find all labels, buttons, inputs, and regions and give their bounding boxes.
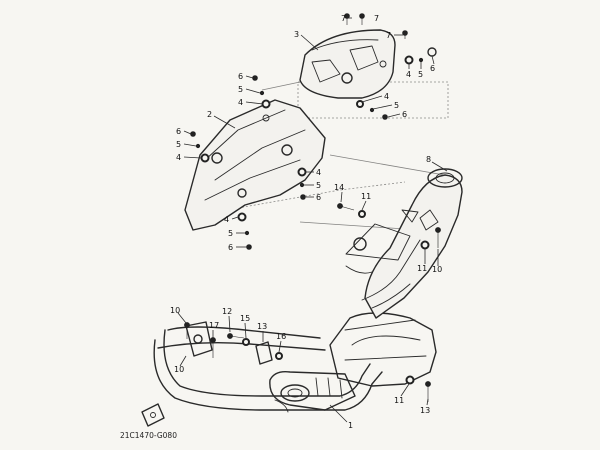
callout-17: 15 (240, 314, 250, 323)
callout-13: 13 (420, 406, 430, 415)
exhaust-gasket (141, 403, 165, 427)
callout-16: 14 (334, 183, 344, 192)
callout-4: 4 (224, 215, 229, 224)
callout-4: 4 (238, 98, 243, 107)
exhaust-flange (185, 321, 213, 357)
callout-4: 4 (176, 153, 181, 162)
callout-4: 4 (406, 70, 411, 79)
callout-5: 5 (316, 181, 321, 190)
callout-5: 5 (228, 229, 233, 238)
hardware (184, 13, 441, 402)
callout-7: 7 (341, 14, 346, 23)
callout-2: 2 (207, 110, 212, 119)
callout-5: 5 (238, 85, 243, 94)
callout-5: 5 (418, 70, 423, 79)
callout-6: 6 (176, 127, 181, 136)
callout-10: 10 (174, 365, 184, 374)
callout-12: 12 (222, 307, 232, 316)
callout-5: 5 (176, 140, 181, 149)
callout-8: 8 (426, 155, 431, 164)
callout-5: 5 (394, 101, 399, 110)
callout-11: 11 (361, 192, 371, 201)
callout-6: 6 (402, 110, 407, 119)
callout-labels: 3 2 1 8 7 7 7 6 5 4 6 5 4 4 5 6 4 5 6 4 … (170, 14, 442, 430)
heat-protector-plate (184, 99, 326, 231)
callout-6: 6 (316, 193, 321, 202)
callout-11: 11 (417, 264, 427, 273)
exhaust-pipe-assembly (153, 312, 437, 413)
callout-3: 3 (294, 30, 299, 39)
callout-9: 17 (209, 321, 219, 330)
callout-6: 6 (430, 64, 435, 73)
upper-heat-cover (299, 29, 396, 99)
callout-4: 4 (316, 168, 321, 177)
callout-6: 6 (238, 72, 243, 81)
callout-7: 7 (386, 31, 391, 40)
callout-11: 11 (394, 396, 404, 405)
callout-1: 1 (348, 421, 353, 430)
callout-7: 7 (374, 14, 379, 23)
callout-14: 13 (257, 322, 267, 331)
diagram-reference-code: 21C1470-G080 (120, 431, 177, 440)
callout-10: 10 (170, 306, 180, 315)
leader-lines (177, 17, 448, 423)
callout-10: 10 (432, 265, 442, 274)
callout-6: 6 (228, 243, 233, 252)
callout-15: 16 (276, 332, 286, 341)
callout-4: 4 (384, 92, 389, 101)
silencer-body (345, 168, 463, 319)
